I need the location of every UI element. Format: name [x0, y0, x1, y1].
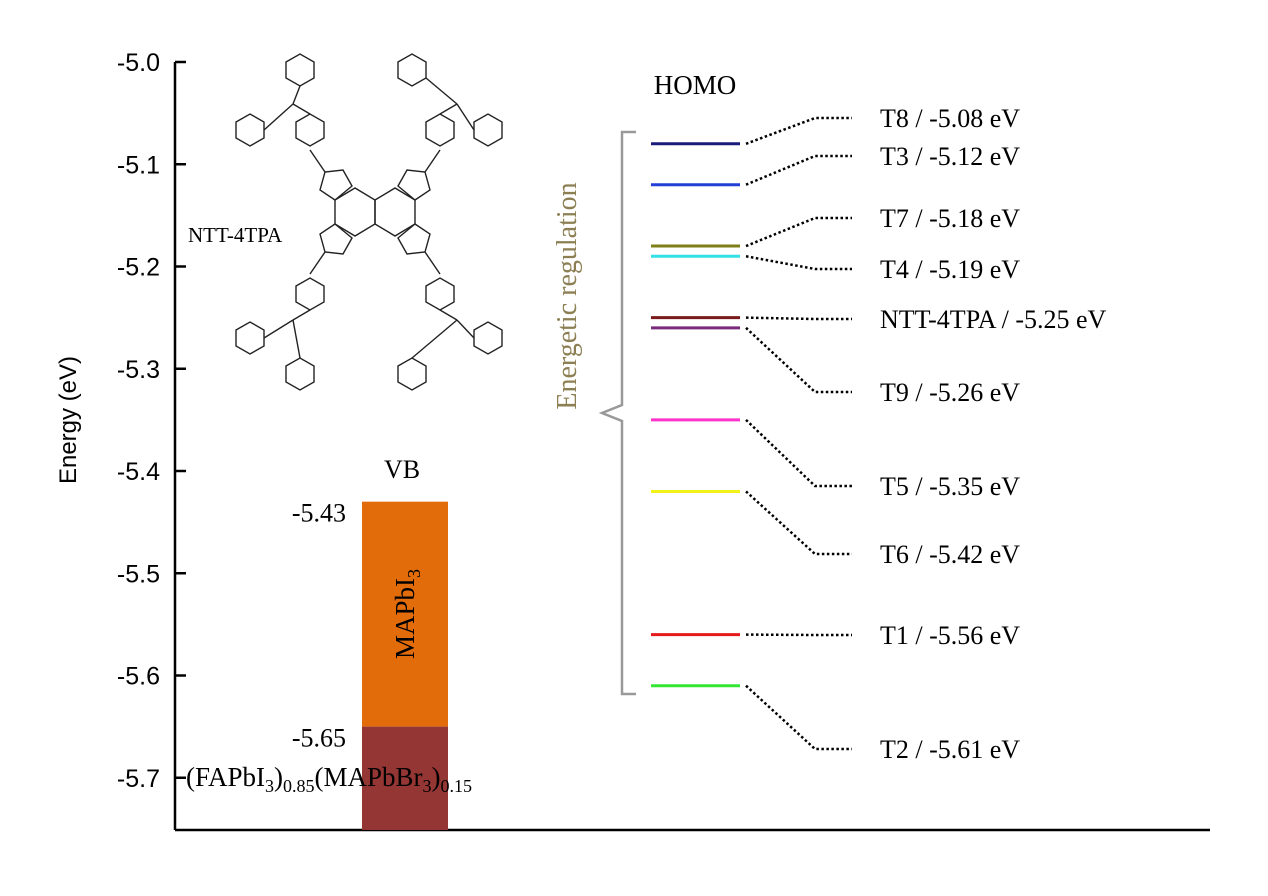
phenyl-br-outer	[473, 321, 503, 355]
bond-5	[263, 319, 294, 339]
homo-levels: T8 / -5.08 eV T3 / -5.12 eV T7 / -5.18 eV T…	[651, 104, 1107, 764]
homo-level-label: T5 / -5.35 eV	[880, 472, 1020, 501]
bond-bl	[309, 251, 326, 275]
y-tick-label: -5.2	[117, 254, 160, 282]
bond-n-bl	[292, 309, 311, 321]
phenyl-bl-outer	[235, 321, 265, 355]
bond-2	[263, 103, 294, 131]
homo-level-label: T3 / -5.12 eV	[880, 142, 1020, 171]
bond-3	[425, 77, 458, 105]
energetic-regulation-bracket: Energetic regulation	[552, 130, 636, 696]
molecule-label: NTT-4TPA	[188, 223, 283, 247]
bond-tr	[424, 149, 441, 173]
y-axis-label: Energy (eV)	[55, 356, 82, 484]
level-connector	[745, 684, 852, 751]
vb-title: VB	[384, 455, 420, 484]
bond-1	[292, 85, 301, 105]
phenyl-bl-lower	[285, 357, 315, 391]
y-ticks: -5.0 -5.1 -5.2 -5.3 -5.4 -5.5 -5.6 -5.7	[117, 49, 186, 793]
thiophene-top-right	[397, 169, 431, 201]
homo-level-label: T7 / -5.18 eV	[880, 204, 1020, 233]
y-tick-label: -5.0	[117, 49, 160, 77]
level-connector	[745, 116, 852, 145]
phenyl-tr	[425, 113, 455, 147]
phenyl-tl	[295, 113, 325, 147]
phenyl-bl	[295, 277, 325, 311]
band-mapbi3-top-label: -5.43	[292, 499, 346, 528]
level-connector	[745, 154, 852, 186]
phenyl-br	[425, 277, 455, 311]
band-mapbi3	[362, 501, 448, 727]
level-connector	[745, 418, 852, 488]
homo-level-label: T8 / -5.08 eV	[880, 104, 1020, 133]
bond-7	[456, 319, 475, 339]
y-tick-label: -5.3	[117, 356, 160, 384]
bond-br	[424, 251, 441, 275]
y-tick-label: -5.1	[117, 151, 160, 179]
band-mapbi3-name: MAPbI3	[390, 569, 424, 659]
homo-level-label: T2 / -5.61 eV	[880, 735, 1020, 764]
level-connector	[745, 255, 852, 271]
band-mixed-perovskite	[362, 726, 448, 830]
homo-level-label: T6 / -5.42 eV	[880, 540, 1020, 569]
bond-n-br	[439, 309, 458, 321]
level-connector	[745, 316, 852, 321]
y-tick-label: -5.6	[117, 663, 160, 691]
vb-bands: VB -5.43 -5.65 MAPbI3 (FAPbI3)0.85(MAPbB…	[186, 455, 472, 830]
y-tick-label: -5.4	[117, 458, 160, 486]
band-mixed-name: (FAPbI3)0.85(MAPbBr3)0.15	[186, 762, 472, 796]
level-connector	[745, 326, 852, 394]
thiophene-top-left	[319, 169, 353, 201]
homo-level-label: T9 / -5.26 eV	[880, 378, 1020, 407]
bond-6	[292, 319, 301, 359]
y-tick-label: -5.7	[117, 765, 160, 793]
homo-level-label: NTT-4TPA / -5.25 eV	[880, 305, 1107, 334]
molecule-structure	[235, 53, 503, 391]
bond-tl	[309, 149, 326, 173]
homo-level-label: T4 / -5.19 eV	[880, 255, 1020, 284]
axes: -5.0 -5.1 -5.2 -5.3 -5.4 -5.5 -5.6 -5.7 Energy …	[55, 49, 1210, 832]
level-connector	[745, 216, 852, 248]
phenyl-tl-outer	[235, 113, 265, 147]
y-tick-label: -5.5	[117, 560, 160, 588]
bond-4	[456, 103, 475, 131]
phenyl-br-lower	[397, 357, 427, 391]
band-mixed-top-label: -5.65	[292, 724, 346, 753]
phenyl-tl-upper	[285, 53, 315, 87]
bracket-label: Energetic regulation	[552, 182, 583, 409]
homo-title: HOMO	[654, 70, 737, 100]
thiophene-bottom-right	[397, 223, 431, 255]
bond-n-tl	[292, 103, 311, 115]
level-connector	[745, 490, 852, 556]
bond-n-tr	[439, 103, 458, 115]
bond-8	[411, 319, 458, 359]
phenyl-tr-upper	[397, 53, 427, 87]
homo-level-label: T1 / -5.56 eV	[880, 621, 1020, 650]
thiophene-bottom-left	[319, 223, 353, 255]
phenyl-tr-outer	[473, 113, 503, 147]
